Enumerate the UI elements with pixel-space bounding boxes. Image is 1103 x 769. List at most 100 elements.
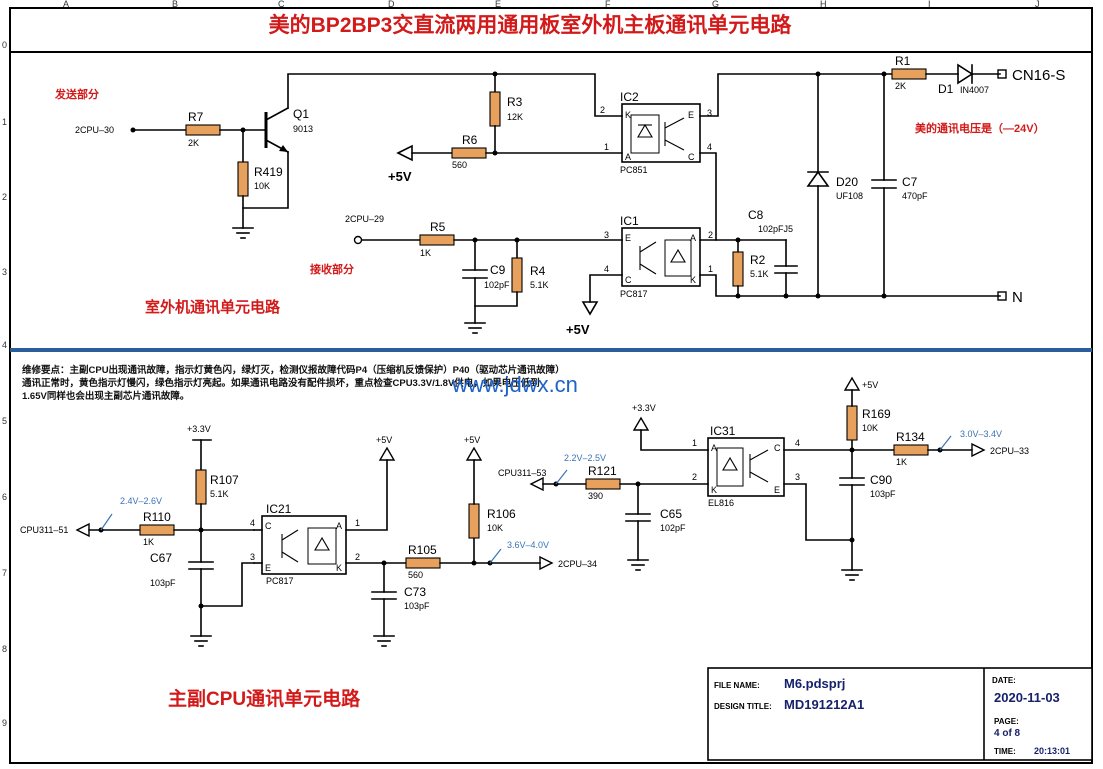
net-label: +5V	[862, 380, 878, 390]
ref-label: R105	[408, 543, 437, 557]
svg-text:E: E	[625, 233, 631, 243]
svg-text:2: 2	[600, 105, 605, 115]
value-label: 560	[408, 570, 423, 580]
svg-text:K: K	[336, 563, 342, 573]
wire	[200, 562, 255, 607]
connector-terminal-icon	[997, 69, 1007, 79]
svg-text:E: E	[688, 110, 694, 120]
svg-text:C: C	[774, 443, 781, 453]
wire	[699, 274, 1001, 297]
diode-d20	[806, 170, 830, 187]
file-name-value: M6.pdsprj	[784, 676, 845, 691]
resistor-r106	[468, 503, 480, 539]
wire	[664, 117, 685, 129]
ref-label: R419	[254, 165, 283, 179]
value-label: 10K	[862, 423, 878, 433]
voltage-label: 2.4V–2.6V	[120, 496, 162, 506]
svg-text:A: A	[336, 521, 342, 531]
svg-text:3: 3	[795, 472, 800, 482]
wire	[699, 152, 717, 241]
net-label: 2CPU–34	[558, 559, 597, 569]
input-arrow-icon	[539, 555, 554, 571]
grid-col: D	[388, 0, 395, 9]
probe-icon	[489, 548, 502, 564]
resistor-r3	[489, 91, 501, 127]
input-pin-icon	[353, 235, 363, 245]
svg-text:4: 4	[707, 142, 712, 152]
grid-col: H	[820, 0, 827, 9]
value-label: 103pF	[870, 489, 896, 499]
resistor-r419	[237, 161, 249, 197]
value-label: UF108	[836, 191, 863, 201]
ground-symbol	[373, 635, 395, 647]
top-section-title: 室外机通讯单元电路	[145, 298, 281, 316]
power-arrow-icon	[378, 446, 396, 461]
emitter-arrow	[279, 145, 288, 152]
net-label: 2CPU–33	[990, 446, 1029, 456]
grid-col: G	[712, 0, 719, 9]
value-label: 103pF	[150, 578, 176, 588]
svg-text:E: E	[774, 485, 780, 495]
power-arrow-icon	[632, 416, 650, 431]
led-box	[630, 114, 660, 154]
ref-label: R110	[143, 510, 171, 524]
wire	[345, 459, 388, 531]
value-label: 2K	[895, 81, 906, 91]
value-label: PC851	[620, 165, 648, 175]
ref-label: R134	[896, 430, 925, 444]
optocoupler-ic2	[621, 103, 701, 163]
svg-text:3: 3	[707, 108, 712, 118]
voltage-label: 2.2V–2.5V	[564, 453, 606, 463]
diode-icon	[670, 248, 686, 263]
svg-text:K: K	[690, 275, 696, 285]
svg-text:1: 1	[355, 518, 360, 528]
svg-text:2: 2	[692, 472, 697, 482]
maintenance-note: 1.65V同样也会出现主副芯片通讯故障。	[22, 390, 189, 402]
resistor-r134	[893, 444, 929, 456]
svg-text:K: K	[625, 110, 631, 120]
net-label: +3.3V	[632, 403, 656, 413]
wire	[749, 471, 769, 483]
junction-dot	[815, 293, 821, 299]
comm-voltage-note: 美的通讯电压是（—24V）	[915, 121, 1045, 135]
svg-text:3: 3	[250, 552, 255, 562]
grid-col: J	[1035, 0, 1040, 9]
resistor-r5	[419, 234, 455, 246]
ref-label: R5	[430, 220, 446, 234]
ref-label: D20	[836, 175, 858, 189]
value-label: 1K	[896, 457, 907, 467]
value-label: 390	[588, 491, 603, 501]
ref-label: R2	[750, 253, 766, 267]
junction-dot	[130, 127, 136, 133]
wire	[699, 73, 893, 117]
time-value: 20:13:01	[1034, 746, 1070, 756]
probe-icon	[939, 435, 952, 451]
ref-label: C90	[870, 473, 892, 487]
ref-label: IC2	[620, 90, 639, 104]
value-label: EL816	[708, 498, 734, 508]
page-title: 美的BP2BP3交直流两用通用板室外机主板通讯单元电路	[269, 13, 793, 37]
net-label: +5V	[464, 435, 480, 445]
value-label: 10K	[254, 181, 270, 191]
design-title-label: DESIGN TITLE:	[714, 702, 772, 711]
diode-icon	[314, 536, 330, 551]
diode-d1	[957, 63, 974, 85]
wire	[589, 274, 623, 303]
value-label: PC817	[620, 289, 648, 299]
grid-row: 2	[2, 192, 7, 202]
ref-label: C9	[490, 263, 506, 277]
watermark: www.jdwx.cn	[451, 372, 578, 397]
resistor-r107	[195, 469, 207, 505]
ref-label: IC1	[620, 214, 639, 228]
grid-row: 5	[2, 416, 7, 426]
net-label: +5V	[566, 322, 590, 337]
value-label: 2K	[188, 138, 199, 148]
optocoupler-ic21	[261, 515, 347, 575]
grid-row: 3	[2, 267, 7, 277]
junction-dot	[881, 293, 887, 299]
svg-text:4: 4	[604, 264, 609, 274]
wire	[640, 429, 709, 451]
junction-dot	[783, 293, 789, 299]
svg-text:4: 4	[795, 438, 800, 448]
